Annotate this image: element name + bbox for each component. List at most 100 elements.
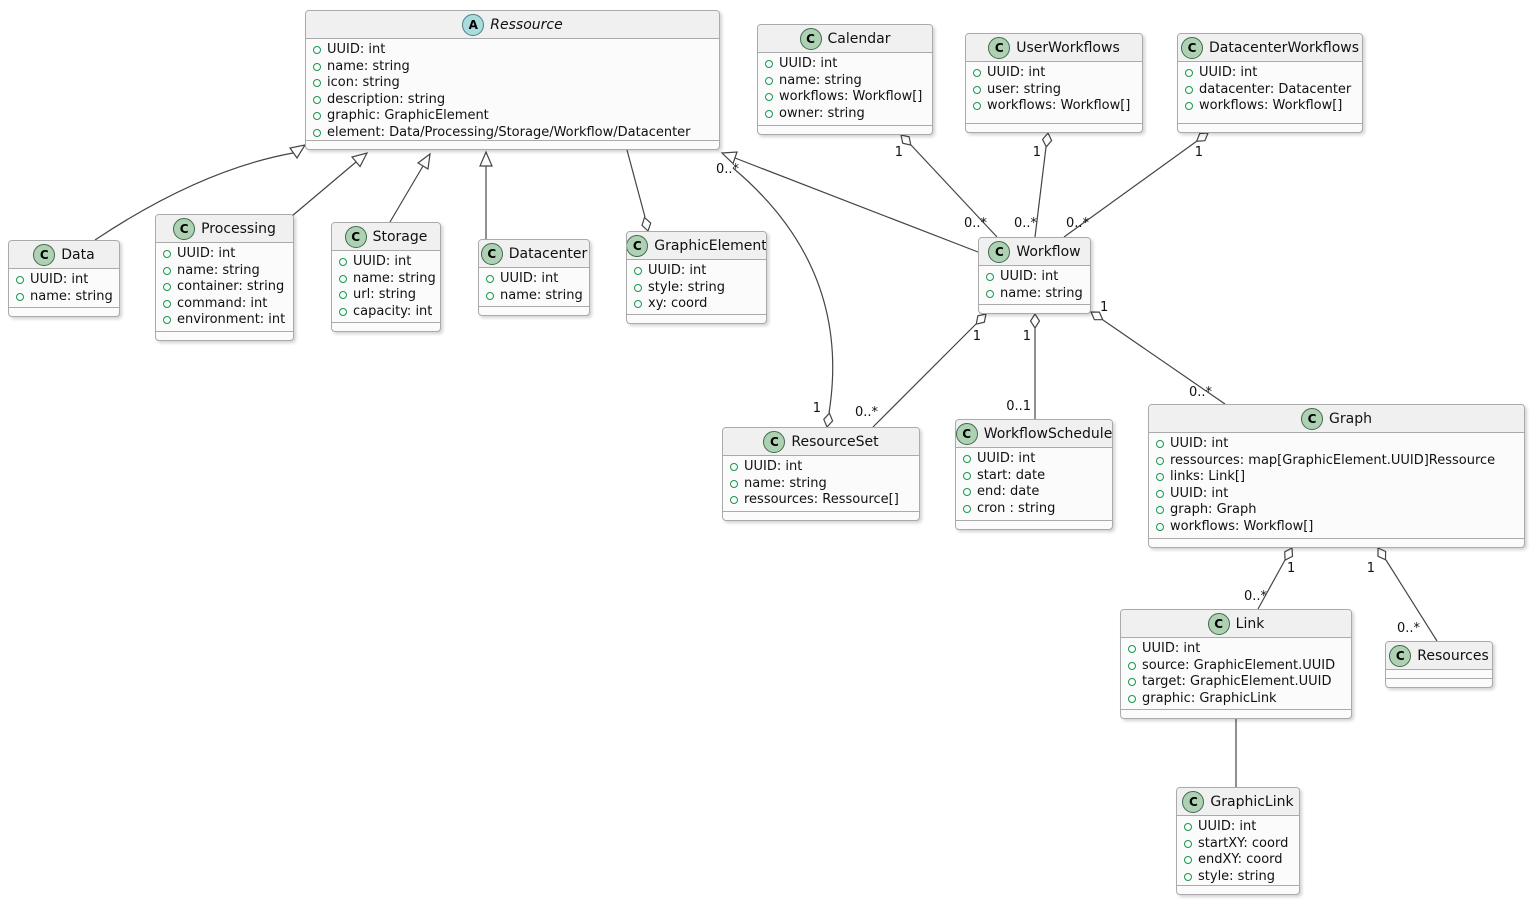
attribute-text: ressources: Ressource[] [744,492,899,507]
class-icon: C [956,422,978,445]
attribute-row: graphic: GraphicElement [313,108,712,125]
multiplicity-label: 0..* [1244,589,1268,604]
attribute-text: environment: int [177,312,286,327]
attribute-row: description: string [313,92,712,109]
visibility-circle-icon [313,112,321,121]
visibility-circle-icon [163,266,171,275]
edge-workflow-resourceset-line [872,323,977,428]
visibility-circle-icon [765,93,773,102]
multiplicity-label: 0..* [855,405,879,420]
visibility-circle-icon [1184,823,1192,832]
attribute-text: source: GraphicElement.UUID [1142,657,1336,673]
class-header-data: C Data [9,241,119,269]
attribute-text: UUID: int [987,65,1046,80]
attribute-row: name: string [765,73,925,90]
multiplicity-label: 0..1 [1006,399,1031,414]
visibility-circle-icon [730,496,738,505]
visibility-circle-icon [963,455,971,464]
attribute-row: workflows: Workflow[] [1185,98,1355,115]
edge-userworkflows-workflow-line [1034,146,1047,238]
attribute-text: name: string [779,72,862,88]
multiplicity-label: 1 [1287,561,1295,576]
class-title: WorkflowSchedule [983,425,1112,442]
class-title: GraphicLink [1210,793,1294,810]
class-methods-empty [332,322,440,331]
edge-workflow-graph-line [1102,319,1226,405]
class-icon: C [627,234,649,257]
class-icon: C [799,27,822,50]
visibility-circle-icon [1185,85,1193,94]
attribute-text: style: string [648,279,726,295]
attribute-text: command: int [177,295,268,311]
attribute-row: UUID: int [634,263,759,280]
class-title: ResourceSet [791,433,879,450]
attribute-row: start: date [963,468,1105,485]
attribute-text: name: string [744,475,827,491]
attribute-row: UUID: int [1184,819,1292,836]
attribute-text: name: string [353,270,436,286]
attribute-text: end: date [977,484,1040,499]
attribute-row: UUID: int [1185,65,1355,82]
attribute-row: workflows: Workflow[] [973,98,1135,115]
attribute-text: name: string [500,287,583,303]
attribute-row: xy: coord [634,296,759,313]
class-title: Data [61,246,95,263]
attribute-row: ressources: Ressource[] [730,492,912,509]
visibility-circle-icon [486,291,494,300]
attribute-row: capacity: int [339,304,433,321]
aggregation-diamond-icon [1284,547,1294,562]
attribute-text: datacenter: Datacenter [1199,81,1352,97]
class-methods-empty [156,331,293,340]
attribute-text: UUID: int [744,459,803,474]
attribute-text: workflows: Workflow[] [987,98,1131,113]
attribute-text: graphic: GraphicLink [1142,690,1277,706]
visibility-circle-icon [313,95,321,104]
attribute-text: url: string [353,287,417,302]
attribute-text: UUID: int [177,246,236,261]
attribute-text: workflows: Workflow[] [1170,518,1314,534]
attribute-row: UUID: int [973,65,1135,82]
visibility-circle-icon [963,488,971,497]
attribute-text: endXY: coord [1198,852,1283,867]
visibility-circle-icon [963,471,971,480]
multiplicity-label: 1 [1100,300,1108,315]
class-title: Graph [1329,410,1372,427]
visibility-circle-icon [339,274,347,283]
attribute-text: xy: coord [648,296,708,311]
attribute-row: UUID: int [163,246,286,263]
attribute-row: UUID: int [313,42,712,59]
edge-ressource-graphicelement-line [626,149,646,218]
visibility-circle-icon [1156,522,1164,531]
visibility-circle-icon [1185,102,1193,111]
multiplicity-label: 0..* [716,162,740,177]
visibility-circle-icon [1156,489,1164,498]
class-icon: C [33,243,56,266]
attribute-text: UUID: int [1000,269,1059,284]
edge-graph-link-line [1257,559,1286,610]
attribute-text: element: Data/Processing/Storage/Workflo… [327,124,691,140]
